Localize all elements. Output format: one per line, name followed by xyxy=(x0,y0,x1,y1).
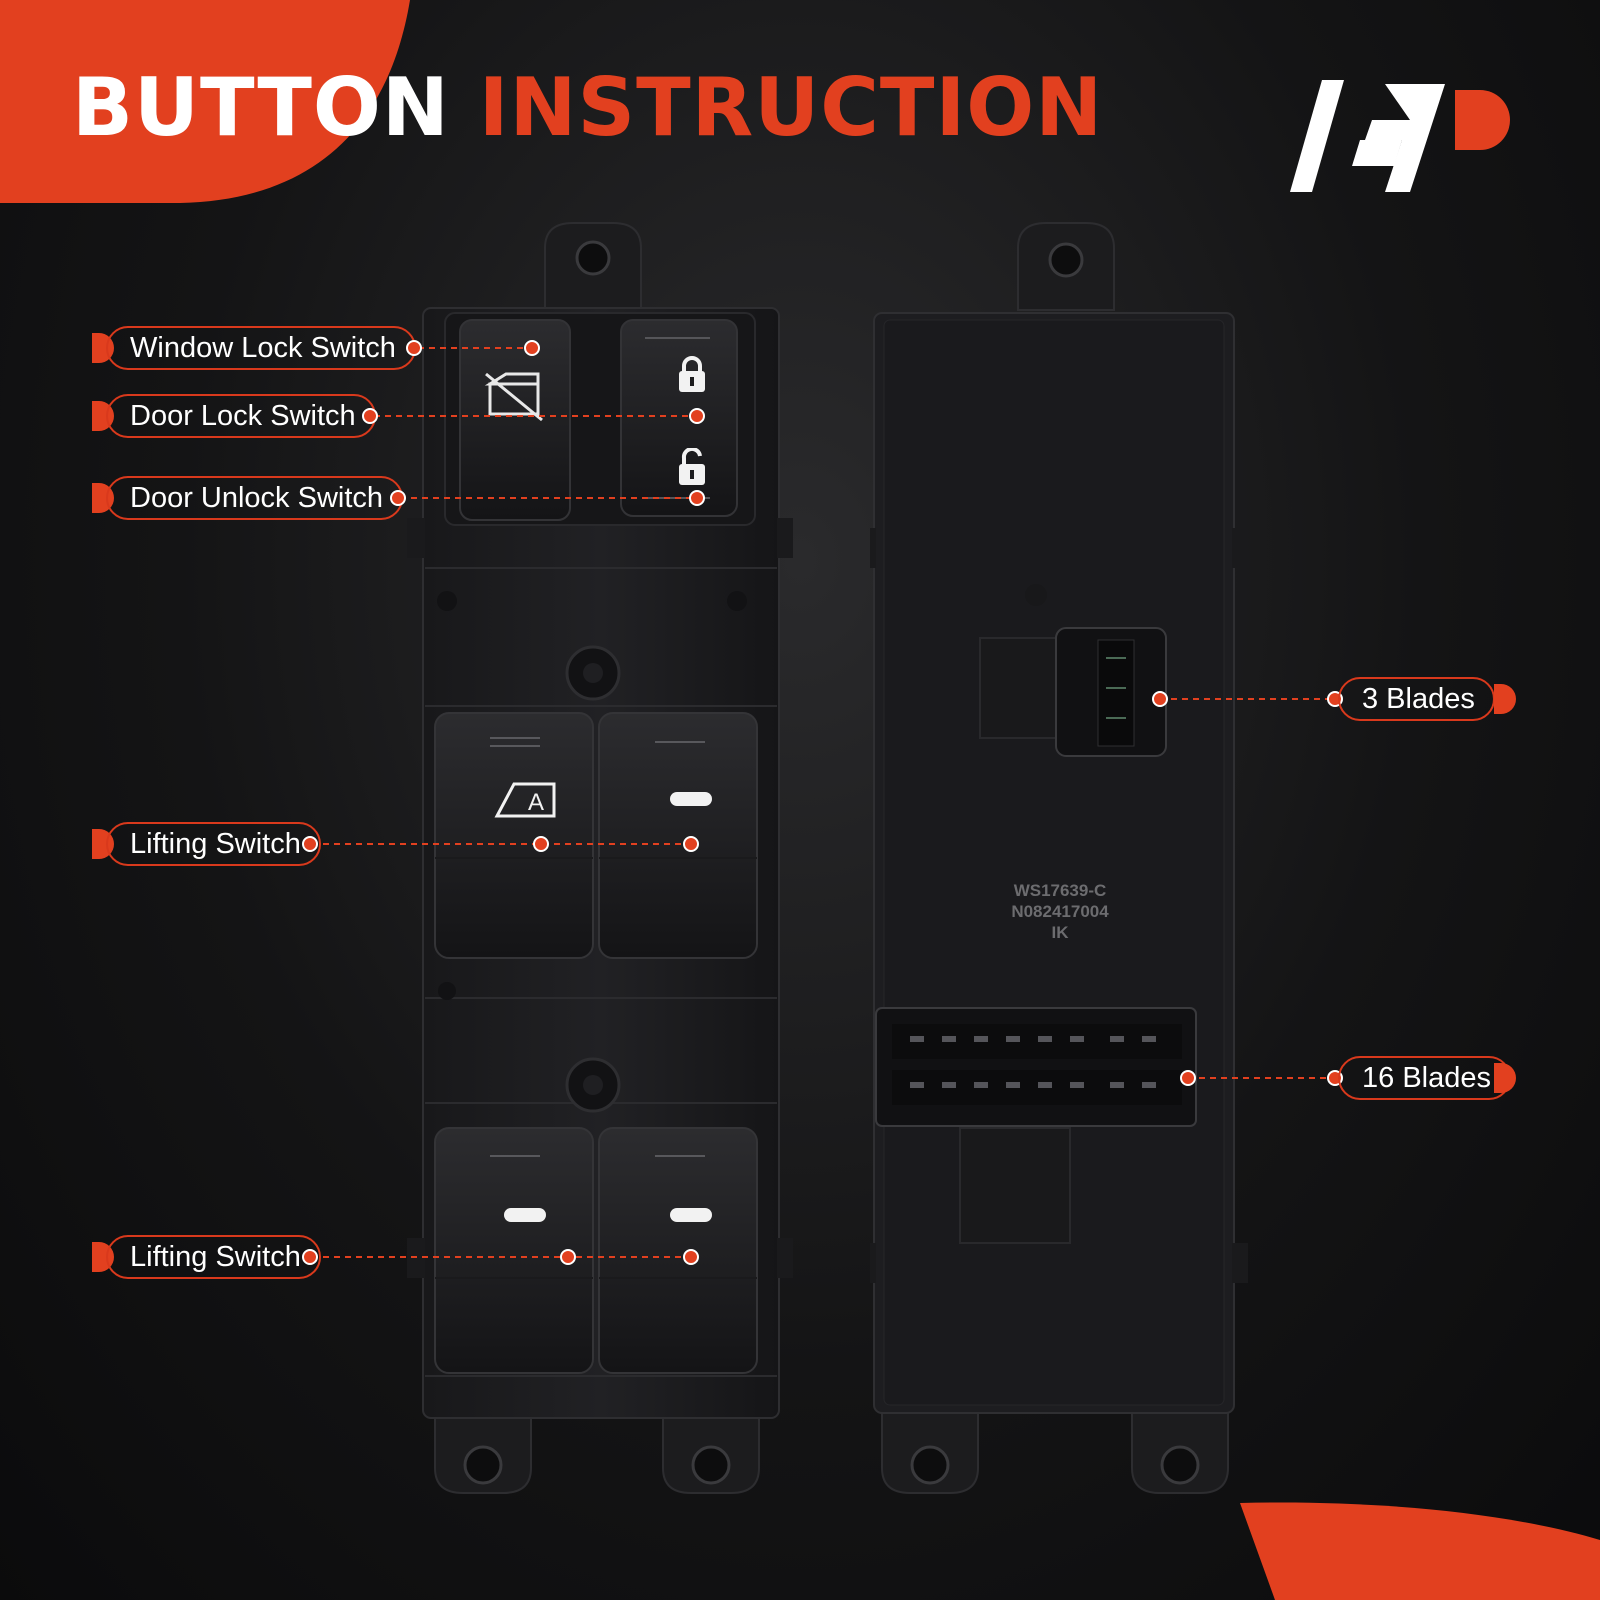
window-dash-icon xyxy=(670,792,712,806)
callout-window-lock-switch: Window Lock Switch xyxy=(106,326,416,370)
door-lock-target-dot xyxy=(689,408,705,424)
part-marking-line-2: N082417004 xyxy=(1011,902,1109,921)
corner-decoration-top xyxy=(0,0,410,203)
blades-16-target-dot xyxy=(1180,1070,1196,1086)
lock-open-icon xyxy=(679,448,705,485)
window-lock-icon xyxy=(484,372,543,422)
window-lock-target-dot xyxy=(524,340,540,356)
callout-lifting-switch-rear: Lifting Switch xyxy=(106,1235,321,1279)
lifting-rear-right-target-dot xyxy=(683,1249,699,1265)
lifting-front-left-target-dot xyxy=(533,836,549,852)
blades-3-target-dot xyxy=(1152,691,1168,707)
callout-door-unlock-switch: Door Unlock Switch xyxy=(106,476,404,520)
callout-cap xyxy=(1494,1063,1516,1093)
lifting-rear-left-target-dot xyxy=(560,1249,576,1265)
window-dash-icon xyxy=(504,1208,546,1222)
window-dash-icon xyxy=(670,1208,712,1222)
door-unlock-target-dot xyxy=(689,490,705,506)
callout-dot xyxy=(302,1249,318,1265)
callout-lifting-switch-front: Lifting Switch xyxy=(106,822,321,866)
callout-16-blades: 16 Blades xyxy=(1338,1056,1511,1100)
callout-dot xyxy=(390,490,406,506)
callout-dot xyxy=(362,408,378,424)
callout-cap xyxy=(1494,684,1516,714)
part-marking-line-1: WS17639-C xyxy=(1013,881,1107,900)
switch-panel-back xyxy=(870,222,1248,1494)
lifting-front-right-target-dot xyxy=(683,836,699,852)
page-title: BUTTON INSTRUCTION xyxy=(72,68,1103,148)
lock-closed-icon xyxy=(679,356,705,392)
part-marking: WS17639-C N082417004 IK xyxy=(980,880,1140,943)
switch-panel-front xyxy=(407,222,793,1494)
title-part-1: BUTTON xyxy=(72,61,450,154)
callout-door-lock-switch: Door Lock Switch xyxy=(106,394,376,438)
title-part-2: INSTRUCTION xyxy=(478,61,1104,154)
brand-logo-icon xyxy=(1290,80,1510,192)
part-marking-line-3: IK xyxy=(1051,923,1069,942)
auto-window-icon: A xyxy=(494,782,556,818)
callout-dot xyxy=(406,340,422,356)
svg-text:A: A xyxy=(528,789,544,816)
corner-decoration-bottom xyxy=(1240,1502,1600,1600)
callout-dot xyxy=(302,836,318,852)
callout-3-blades: 3 Blades xyxy=(1338,677,1495,721)
